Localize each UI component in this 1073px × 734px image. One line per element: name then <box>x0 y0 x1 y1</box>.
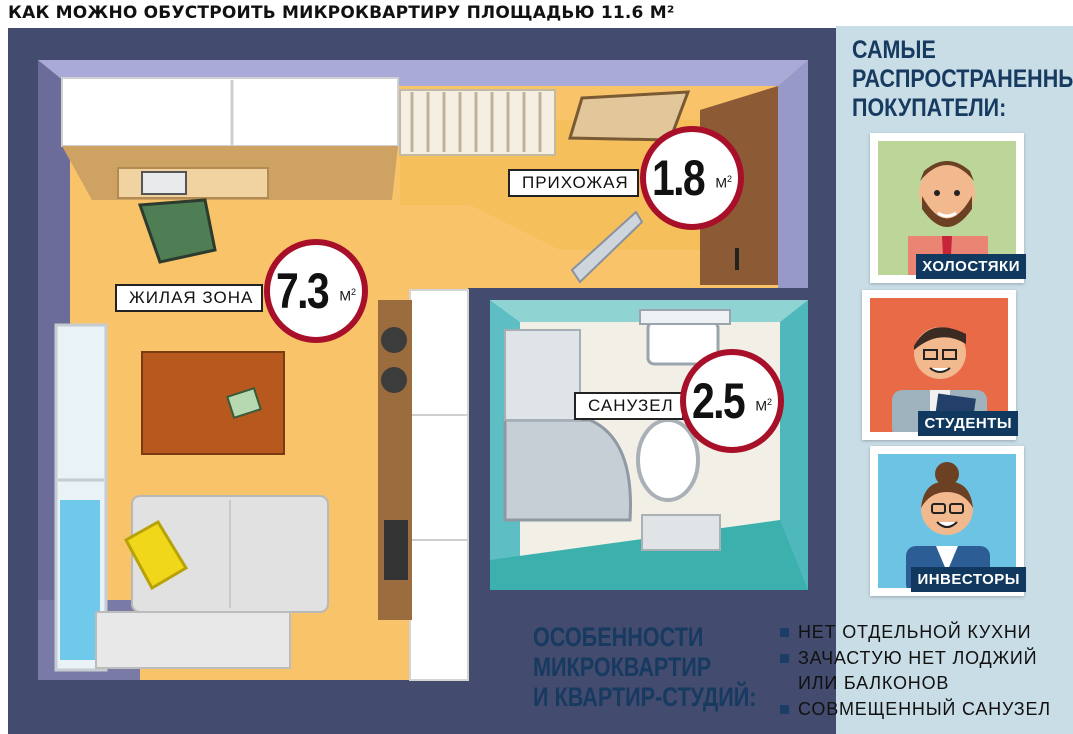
bathtub <box>503 418 632 522</box>
cushion <box>123 519 189 591</box>
chair <box>137 198 217 264</box>
zone-area-unit: М2 <box>755 397 772 414</box>
shower-screen <box>504 329 581 421</box>
buyer-label: ИНВЕСТОРЫ <box>911 567 1026 592</box>
square-bullet-icon <box>780 628 789 637</box>
zone-area-unit: М2 <box>715 174 732 191</box>
zone-area-unit: М2 <box>339 287 356 304</box>
bath-floor-tile <box>490 520 808 590</box>
toilet-tank <box>641 514 721 551</box>
zone-label-bathroom: САНУЗЕЛ <box>574 392 684 420</box>
door-handle <box>735 248 739 270</box>
buyer-card-students: СТУДЕНТЫ <box>862 290 1018 440</box>
hall-wall-right <box>778 60 808 288</box>
list-item: НЕТ ОТДЕЛЬНОЙ КУХНИ <box>780 620 1051 645</box>
oven <box>384 520 408 580</box>
zone-area-value: 1.8 <box>652 150 706 206</box>
features-title: ОСОБЕННОСТИ МИКРОКВАРТИР И КВАРТИР-СТУДИ… <box>533 622 757 712</box>
desk <box>117 167 269 199</box>
buyer-label: ХОЛОСТЯКИ <box>916 254 1026 279</box>
square-bullet-icon <box>780 705 789 714</box>
zone-badge-hallway: 1.8 М2 <box>640 126 744 230</box>
features-list: НЕТ ОТДЕЛЬНОЙ КУХНИ ЗАЧАСТУЮ НЕТ ЛОДЖИЙ … <box>780 620 1051 723</box>
ottoman <box>95 611 291 669</box>
list-item: СОВМЕЩЕННЫЙ САНУЗЕЛ <box>780 697 1051 722</box>
buyer-card-investors: ИНВЕСТОРЫ <box>870 446 1026 596</box>
book <box>226 386 262 420</box>
rug <box>141 351 285 455</box>
laptop <box>141 171 187 195</box>
hob-burner <box>381 367 407 393</box>
zone-label-hallway: ПРИХОЖАЯ <box>508 169 639 197</box>
square-bullet-icon <box>780 654 789 663</box>
bath-wall-right <box>780 300 808 590</box>
tall-wardrobe <box>409 289 469 681</box>
zone-badge-living: 7.3 М2 <box>264 239 368 343</box>
radiator-fins <box>410 92 542 152</box>
zone-area-value: 2.5 <box>692 373 746 429</box>
zone-label-living: ЖИЛАЯ ЗОНА <box>115 284 264 312</box>
hob-burner <box>381 327 407 353</box>
bath-shelf <box>639 309 731 325</box>
window-glass <box>60 500 100 660</box>
interior-door <box>570 210 644 284</box>
zone-badge-bathroom: 2.5 М2 <box>680 349 784 453</box>
buyers-title: САМЫЕ РАСПРОСТРАНЕННЫЕ ПОКУПАТЕЛИ: <box>852 36 1073 122</box>
buyer-card-bachelors: ХОЛОСТЯКИ <box>870 133 1026 283</box>
upper-cabinets <box>61 77 399 147</box>
toilet <box>636 418 700 502</box>
zone-area-value: 7.3 <box>276 263 330 319</box>
buyer-label: СТУДЕНТЫ <box>918 411 1018 436</box>
list-item: ЗАЧАСТУЮ НЕТ ЛОДЖИЙ ИЛИ БАЛКОНОВ <box>780 646 1051 696</box>
page-title: КАК МОЖНО ОБУСТРОИТЬ МИКРОКВАРТИРУ ПЛОЩА… <box>8 3 675 23</box>
